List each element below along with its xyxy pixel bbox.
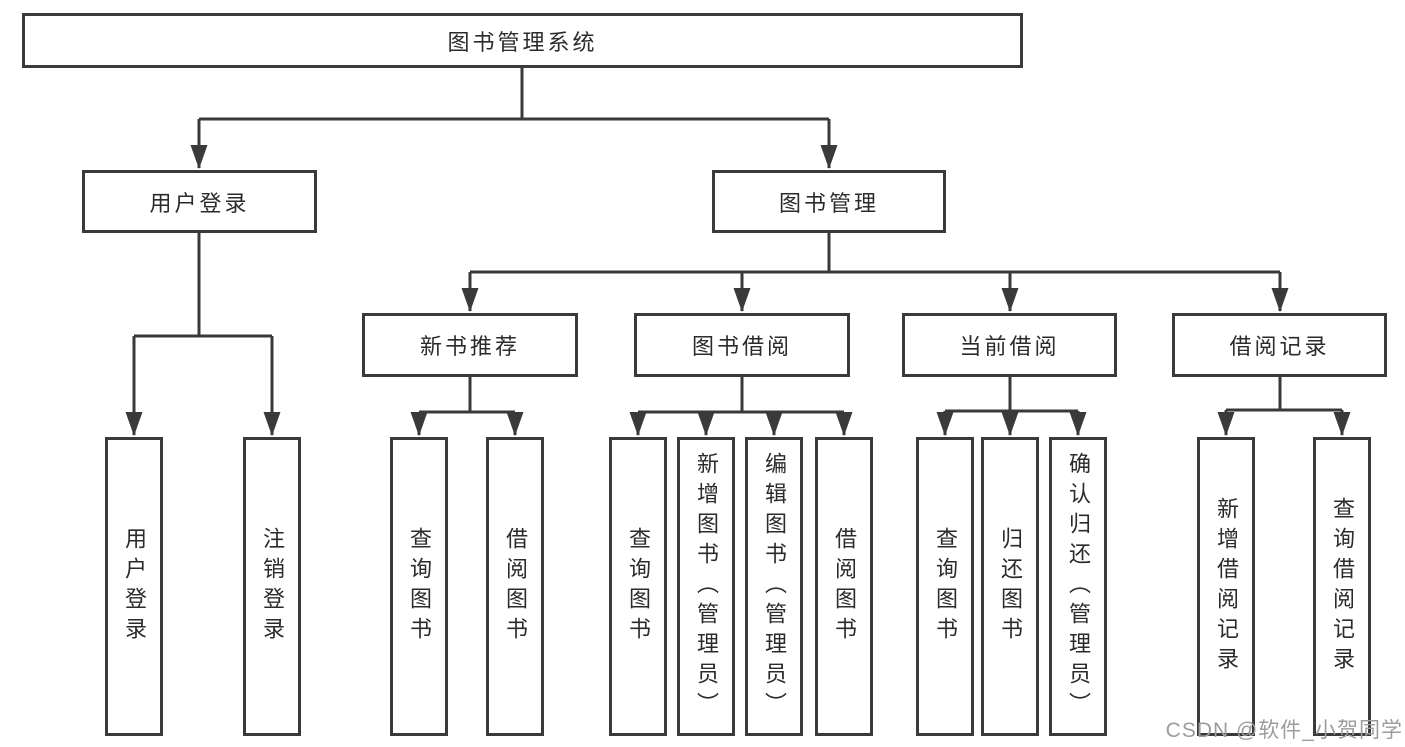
- csdn-watermark: CSDN @软件_小贺同学: [1165, 719, 1403, 742]
- leaf-nbr-borrow-books: 借阅图书: [486, 437, 544, 736]
- node-user-login: 用户登录: [82, 170, 317, 233]
- leaf-bb-add-books-admin: 新增图书（管理员）: [677, 437, 735, 736]
- leaf-cb-query-books: 查询图书: [916, 437, 974, 736]
- node-borrowing-records: 借阅记录: [1172, 313, 1387, 377]
- node-current-borrowing: 当前借阅: [902, 313, 1117, 377]
- node-library-system: 图书管理系统: [22, 13, 1023, 68]
- connector-root-trunk: [199, 68, 829, 121]
- connector-user-login-trunk: [134, 233, 272, 338]
- connector-current-borrow-trunk: [945, 377, 1078, 413]
- leaf-cb-return-books: 归还图书: [981, 437, 1039, 736]
- leaf-br-query-record: 查询借阅记录: [1313, 437, 1371, 736]
- leaf-bb-borrow-books: 借阅图书: [815, 437, 873, 736]
- leaf-user-login: 用户登录: [105, 437, 163, 736]
- connector-borrow-record-trunk: [1226, 377, 1342, 412]
- node-new-book-recommendation: 新书推荐: [362, 313, 578, 377]
- leaf-bb-query-books: 查询图书: [609, 437, 667, 736]
- connector-new-book-rec-trunk: [419, 377, 515, 414]
- leaf-cb-confirm-return-admin: 确认归还（管理员）: [1049, 437, 1107, 736]
- leaf-br-add-record: 新增借阅记录: [1197, 437, 1255, 736]
- connector-book-borrow-trunk: [638, 377, 844, 414]
- leaf-nbr-query-books: 查询图书: [390, 437, 448, 736]
- node-book-borrowing: 图书借阅: [634, 313, 850, 377]
- leaf-logout: 注销登录: [243, 437, 301, 736]
- leaf-bb-edit-books-admin: 编辑图书（管理员）: [745, 437, 803, 736]
- connector-book-management-trunk: [470, 233, 1280, 274]
- node-book-management: 图书管理: [712, 170, 946, 233]
